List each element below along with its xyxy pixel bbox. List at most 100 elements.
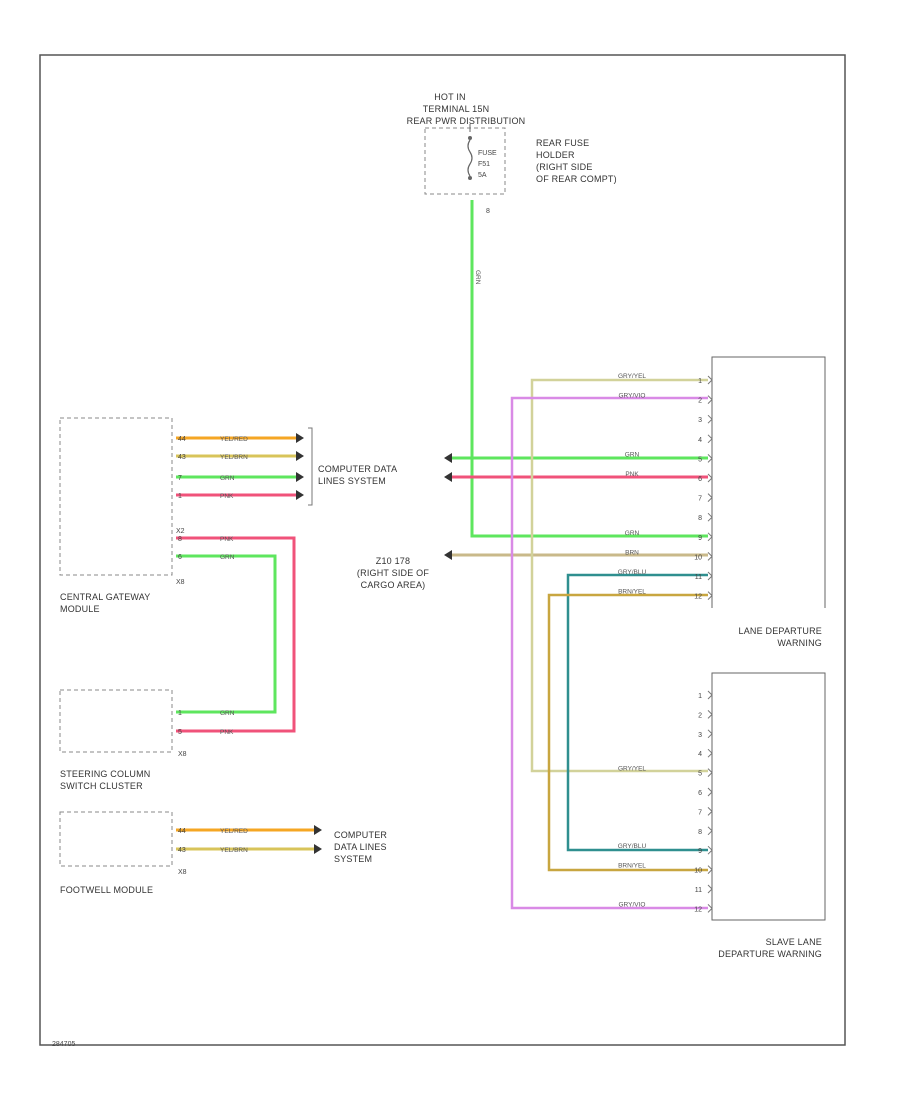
wire-color-label: GRN xyxy=(220,475,235,482)
gateway-wire-group xyxy=(176,433,304,500)
slave-pin-6: 6 xyxy=(698,790,702,797)
computer-lines2-label-3: SYSTEM xyxy=(334,854,372,864)
steering-conn: X8 xyxy=(178,751,187,758)
connector-icon xyxy=(707,571,713,581)
computer-lines-label-2: LINES SYSTEM xyxy=(318,476,386,486)
slave-pin-3: 3 xyxy=(698,732,702,739)
slave-pin-1: 1 xyxy=(698,693,702,700)
lane-label-1: LANE DEPARTURE xyxy=(739,626,823,636)
central-gateway-box xyxy=(59,417,173,576)
fuse-label-3: 5A xyxy=(478,172,487,179)
lane-pin-10: 10 xyxy=(694,554,702,561)
connector-icon xyxy=(707,434,713,444)
lane-departure-box xyxy=(711,356,826,608)
lane-slave-gry-blu-wire xyxy=(566,573,708,852)
computer-lines2-label-1: COMPUTER xyxy=(334,830,387,840)
connector-icon xyxy=(707,591,713,600)
computer-lines-label-1: COMPUTER DATA xyxy=(318,464,397,474)
lane-pin-11: 11 xyxy=(695,574,702,581)
slave-wire-color-10: BRN/YEL xyxy=(618,863,646,870)
lane-wire-color-2: GRY/VIO xyxy=(619,393,646,400)
connector-icon xyxy=(707,748,713,758)
gateway-conn-1: X2 xyxy=(176,528,185,535)
fuse-label-1: FUSE xyxy=(478,150,497,157)
steering-label-2: SWITCH CLUSTER xyxy=(60,781,143,791)
footwell-box xyxy=(59,811,173,867)
ground-label-2: (RIGHT SIDE OF xyxy=(357,568,429,578)
slave-pin-5: 5 xyxy=(698,771,702,778)
gateway-steering-pnk-wire xyxy=(176,536,296,733)
lane-pin-12: 12 xyxy=(694,594,702,601)
arrow-icon xyxy=(314,844,322,854)
wire-color-label: GRN xyxy=(220,710,235,717)
fuse-wire-label: GRN xyxy=(474,270,481,285)
lane-label-2: WARNING xyxy=(777,638,822,648)
pin-label: 1 xyxy=(178,710,182,717)
ground-label-1: Z10 178 xyxy=(376,556,410,566)
lane-pin-2: 2 xyxy=(698,398,702,405)
connector-icon xyxy=(707,865,713,874)
slave-label-2: DEPARTURE WARNING xyxy=(718,949,822,959)
fuse-icon xyxy=(467,139,473,177)
lane-slave-brn-yel-wire xyxy=(547,593,708,872)
fuse-holder-label-3: (RIGHT SIDE xyxy=(536,162,593,172)
pin-label: 6 xyxy=(178,554,182,561)
pin-label: 1 xyxy=(178,493,182,500)
lane-wire-color-10: BRN xyxy=(625,549,639,556)
connector-icon xyxy=(707,768,713,777)
arrow-icon xyxy=(296,451,304,461)
pin-label: 44 xyxy=(178,828,186,835)
slave-lane-box xyxy=(711,672,826,921)
wire-color-label: GRN xyxy=(220,554,235,561)
connector-icon xyxy=(707,729,713,739)
arrow-icon xyxy=(296,433,304,443)
connector-icon xyxy=(707,532,713,542)
wire-color-label: YEL/BRN xyxy=(220,454,248,461)
wire-color-label: PNK xyxy=(220,493,234,500)
connector-icon xyxy=(707,493,713,502)
pin-label: 43 xyxy=(178,454,186,461)
steering-label-1: STEERING COLUMN xyxy=(60,769,151,779)
fuse-holder-label-2: HOLDER xyxy=(536,150,575,160)
slave-pin-10: 10 xyxy=(694,868,702,875)
slave-wire-color-12: GRY/VIO xyxy=(619,901,646,908)
wire-color-label: PNK xyxy=(220,729,234,736)
lane-wire-color-12: BRN/YEL xyxy=(618,589,646,596)
lane-pin-5: 5 xyxy=(698,456,702,463)
lane-slave-gry-yel-wire xyxy=(530,378,708,773)
connector-icon xyxy=(707,710,713,719)
fuse-holder-box xyxy=(424,127,506,195)
arrow-icon xyxy=(296,472,304,482)
lane-wire-color-1: GRY/YEL xyxy=(618,373,646,380)
connector-icon xyxy=(707,787,713,797)
lane-slave-gry-vio-wire xyxy=(510,396,708,910)
hot-label-1: HOT IN xyxy=(434,92,466,102)
pin-label: 43 xyxy=(178,847,186,854)
ground-label-3: CARGO AREA) xyxy=(361,580,426,590)
connector-icon xyxy=(707,512,713,522)
slave-pin-9: 9 xyxy=(698,848,702,855)
connector-icon xyxy=(707,904,713,913)
footwell-label: FOOTWELL MODULE xyxy=(60,885,153,895)
connector-icon xyxy=(707,884,713,894)
wire-color-label: YEL/RED xyxy=(220,436,248,443)
wire-color-label: YEL/RED xyxy=(220,828,248,835)
fuse-holder-label-4: OF REAR COMPT) xyxy=(536,174,617,184)
slave-pin-12: 12 xyxy=(694,906,702,913)
lane-pin-8: 8 xyxy=(698,515,702,522)
lane-pin-6: 6 xyxy=(698,476,702,483)
arrow-icon xyxy=(314,825,322,835)
footwell-conn: X8 xyxy=(178,869,187,876)
lane-pin-3: 3 xyxy=(698,417,702,424)
steering-column-box xyxy=(59,689,173,753)
connector-icon xyxy=(707,807,713,816)
connector-icon xyxy=(707,826,713,836)
pin-label: 8 xyxy=(178,536,182,543)
lane-pin-4: 4 xyxy=(698,437,702,444)
computer-lines-bracket xyxy=(308,427,313,506)
figure-id: 284705 xyxy=(52,1041,75,1048)
